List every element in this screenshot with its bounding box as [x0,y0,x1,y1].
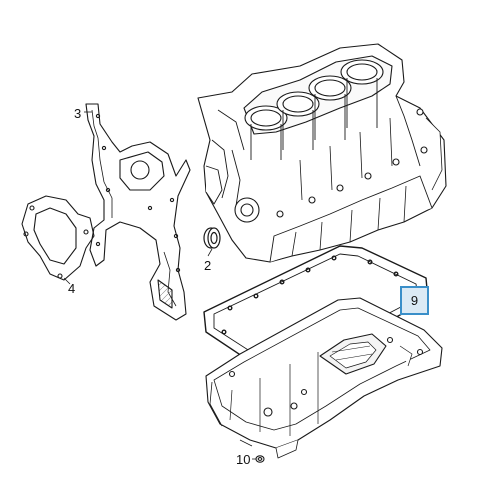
seal-ring-illustration [203,227,221,249]
oil-pan-illustration [205,297,443,459]
front-cover-gasket-illustration [85,103,191,321]
highlighted-callout-box[interactable]: 9 [400,286,429,315]
callout-part-2: 2 [204,258,211,273]
callout-part-9: 9 [411,293,418,308]
engine-block-illustration [197,43,447,263]
drain-plug-illustration [255,455,265,463]
water-pump-gasket-illustration [21,195,95,281]
callout-part-4: 4 [68,281,75,296]
callout-part-10: 10 [236,452,250,467]
callout-part-3: 3 [74,106,81,121]
